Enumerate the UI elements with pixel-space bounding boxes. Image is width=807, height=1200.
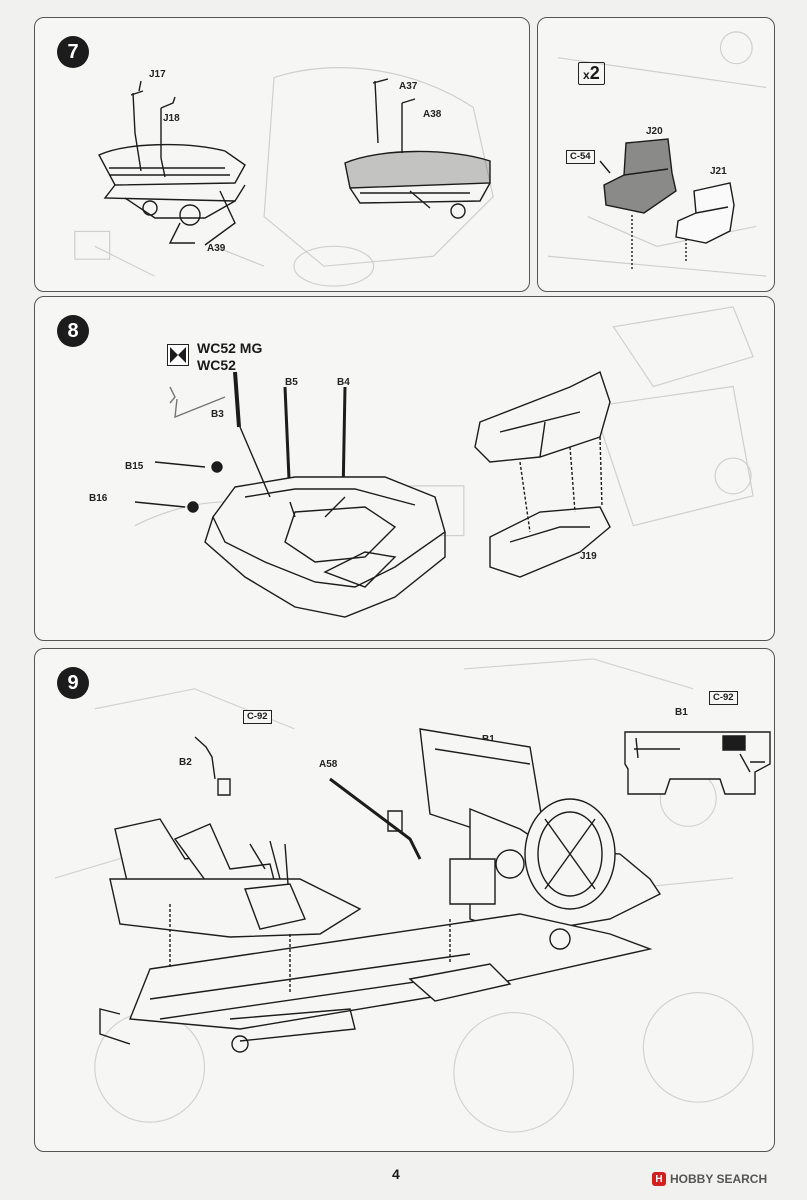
inset-label-c92: C-92 <box>709 691 738 706</box>
hobby-search-watermark: H HOBBY SEARCH <box>652 1172 767 1186</box>
step-7-badge: 7 <box>57 36 89 68</box>
part-label-b15: B15 <box>125 461 144 472</box>
part-label-j19: J19 <box>580 551 597 562</box>
part-label-a39: A39 <box>207 243 226 254</box>
step-7-left-assembly <box>95 73 275 248</box>
step-7-ghost-artwork <box>74 67 494 287</box>
step-9-chassis-assembly <box>90 719 680 1109</box>
part-label-c54: C-54 <box>566 150 595 165</box>
part-label-b4: B4 <box>337 377 350 388</box>
variant-label-line1: WC52 MG <box>197 340 263 356</box>
page-number: 4 <box>392 1166 400 1182</box>
quantity-prefix: x <box>583 68 590 82</box>
watermark-text: HOBBY SEARCH <box>670 1172 768 1186</box>
part-label-j20: J20 <box>646 126 663 137</box>
part-label-c92: C-92 <box>243 710 272 725</box>
part-label-a37: A37 <box>399 81 418 92</box>
step-8-floor-assembly <box>95 367 515 627</box>
hobby-search-logo-icon: H <box>652 1172 666 1186</box>
quantity-marker: x2 <box>578 62 605 85</box>
seat-parts-artwork <box>598 133 758 273</box>
step-8-badge: 8 <box>57 315 89 347</box>
part-label-b3: B3 <box>211 409 224 420</box>
step-9-badge: 9 <box>57 667 89 699</box>
part-label-j18: J18 <box>163 113 180 124</box>
part-label-j21: J21 <box>710 166 727 177</box>
part-label-j17: J17 <box>149 69 166 80</box>
variant-icon <box>167 344 189 366</box>
part-label-b16: B16 <box>89 493 108 504</box>
step-9-panel: 9 C-92 B2 A58 B1 B1 C-92 <box>34 648 775 1152</box>
part-label-a58: A58 <box>319 759 338 770</box>
variant-label-line2: WC52 <box>197 357 236 373</box>
step-8-seat-assembly <box>460 362 640 592</box>
inset-panel-detail <box>620 724 775 799</box>
inset-label-b1: B1 <box>675 707 688 718</box>
step-7-right-assembly <box>340 73 500 223</box>
step-8-panel: 8 WC52 MG WC52 B3 B5 B4 B15 B16 J19 <box>34 296 775 641</box>
part-label-a38: A38 <box>423 109 442 120</box>
step-7-panel: 7 J17 J18 A39 A37 A38 <box>34 17 530 292</box>
quantity-value: 2 <box>589 63 600 83</box>
step-10-panel: x2 C-54 J20 J21 <box>537 17 775 292</box>
part-label-b2: B2 <box>179 757 192 768</box>
part-label-b5: B5 <box>285 377 298 388</box>
